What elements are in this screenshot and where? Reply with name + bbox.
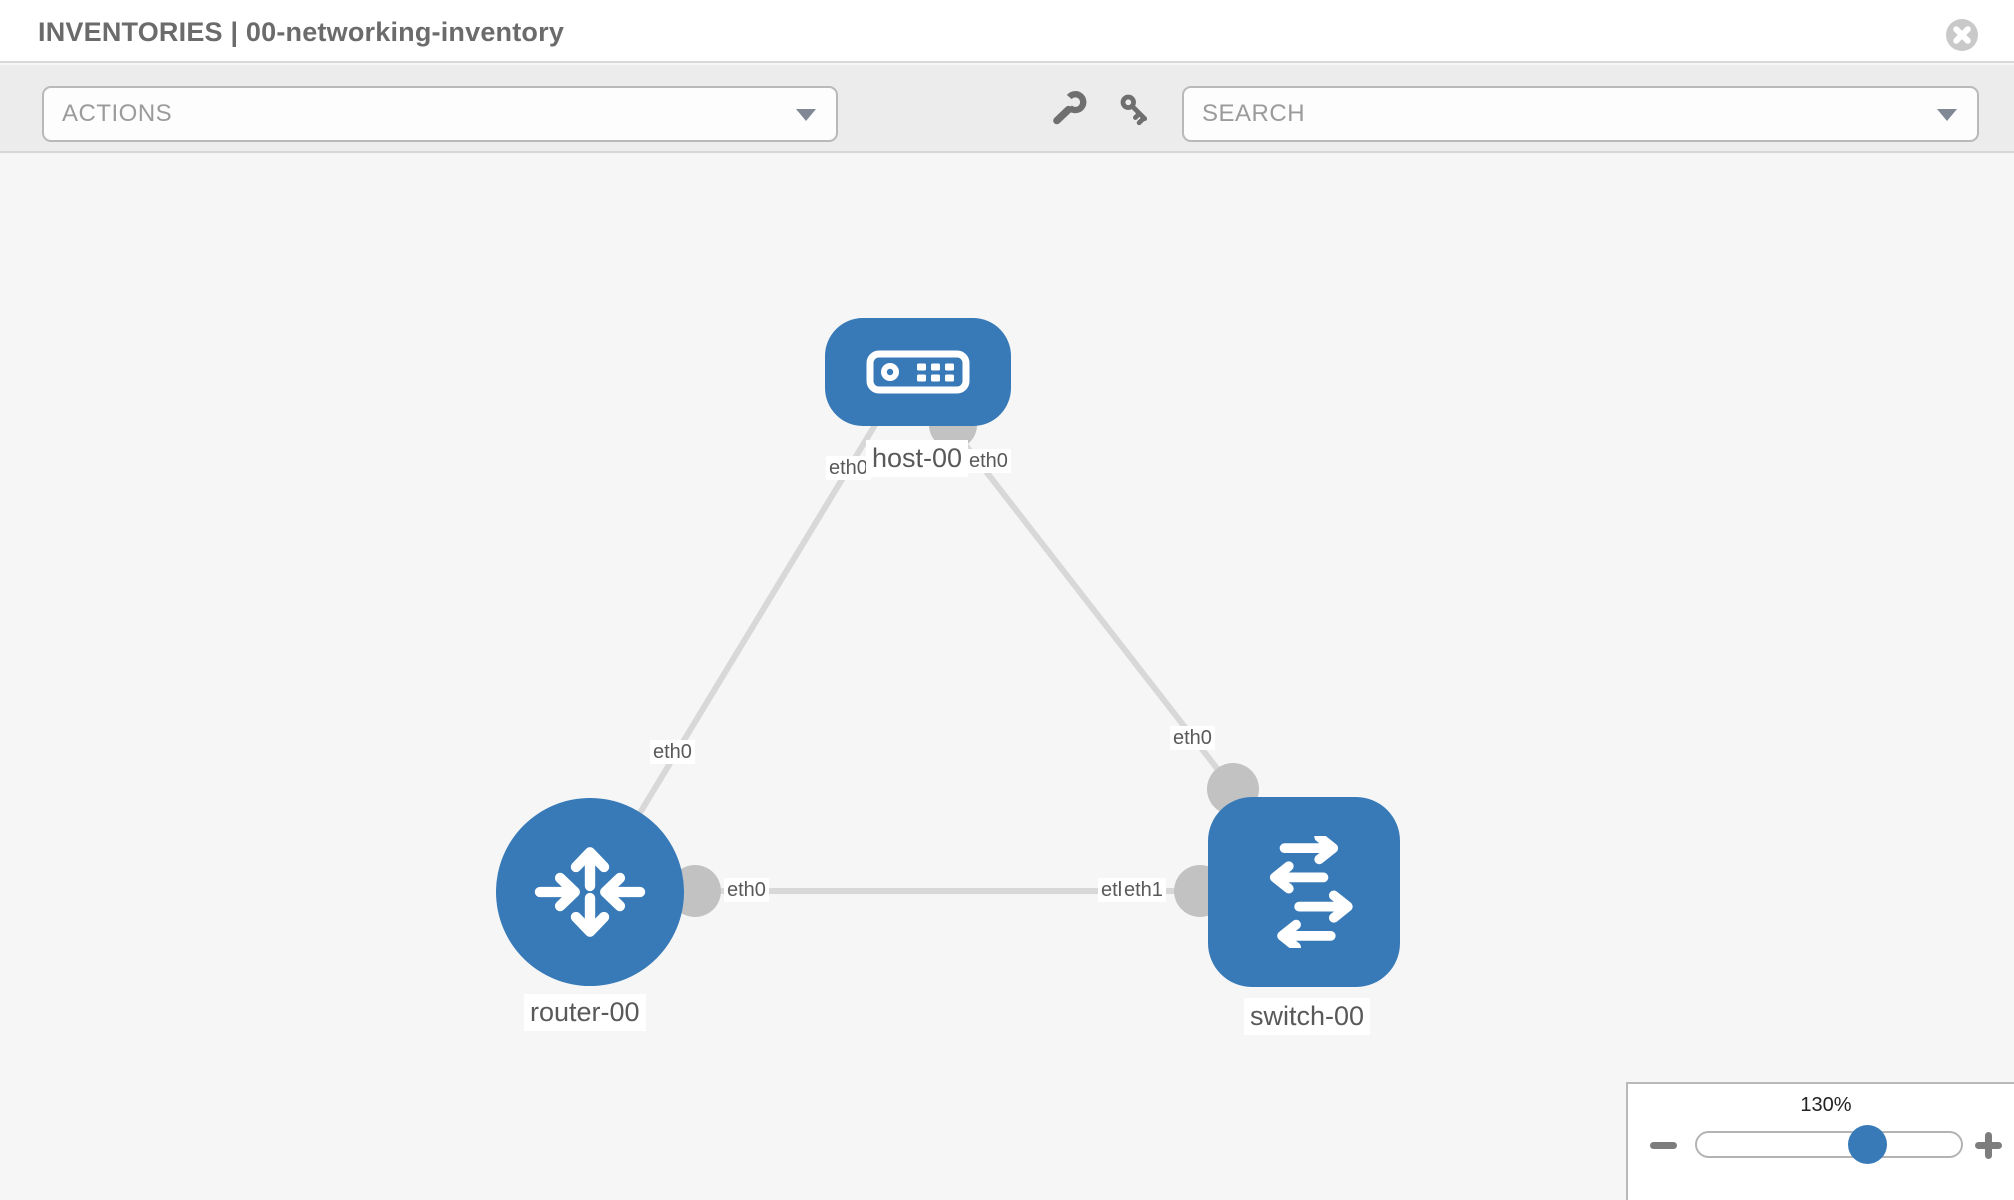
topology-links-layer: [589, 401, 1259, 917]
interface-label: eth0: [724, 878, 769, 902]
host-icon: [866, 350, 970, 394]
interface-label: eth1: [1121, 878, 1166, 902]
close-icon: [1946, 19, 1978, 51]
interface-label: eth0: [650, 740, 695, 764]
actions-dropdown[interactable]: ACTIONS: [42, 86, 838, 142]
router-icon: [534, 847, 646, 937]
switch-icon: [1269, 836, 1353, 948]
zoom-control-panel: 130%: [1626, 1082, 2014, 1200]
key-icon: [1120, 94, 1148, 126]
wrench-icon: [1053, 91, 1087, 125]
actions-dropdown-label: ACTIONS: [62, 100, 173, 127]
zoom-out-button[interactable]: [1650, 1142, 1677, 1149]
page-title: INVENTORIES | 00-networking-inventory: [38, 17, 565, 47]
node-switch-00[interactable]: [1208, 797, 1400, 987]
dropdown-caret-icon: [1937, 109, 1957, 121]
interface-label: eth0: [826, 456, 871, 480]
node-host-00[interactable]: [825, 318, 1011, 426]
zoom-in-button[interactable]: [1975, 1132, 2002, 1159]
search-dropdown-label: SEARCH: [1202, 100, 1306, 127]
zoom-slider-track[interactable]: [1695, 1131, 1963, 1158]
toolbar: ACTIONS SEARCH: [0, 65, 2014, 153]
node-router-00[interactable]: [496, 798, 684, 986]
interface-label: eth0: [1170, 726, 1215, 750]
zoom-level-value: 130%: [1800, 1094, 1852, 1116]
close-button[interactable]: [1945, 18, 1979, 52]
zoom-slider-handle[interactable]: [1848, 1125, 1887, 1164]
interface-label: eth0: [966, 449, 1011, 473]
node-label-switch-00: switch-00: [1244, 998, 1371, 1035]
header: INVENTORIES | 00-networking-inventory: [0, 0, 2014, 63]
dropdown-caret-icon: [796, 109, 816, 121]
configure-button[interactable]: [1050, 90, 1088, 128]
topology-canvas[interactable]: eth0 eth0 eth0 eth0 eth0 eth0 eth1 host-…: [0, 153, 2014, 1200]
search-dropdown[interactable]: SEARCH: [1182, 86, 1979, 142]
credentials-button[interactable]: [1116, 90, 1154, 128]
node-label-host-00: host-00: [866, 440, 969, 477]
node-label-router-00: router-00: [524, 994, 646, 1031]
